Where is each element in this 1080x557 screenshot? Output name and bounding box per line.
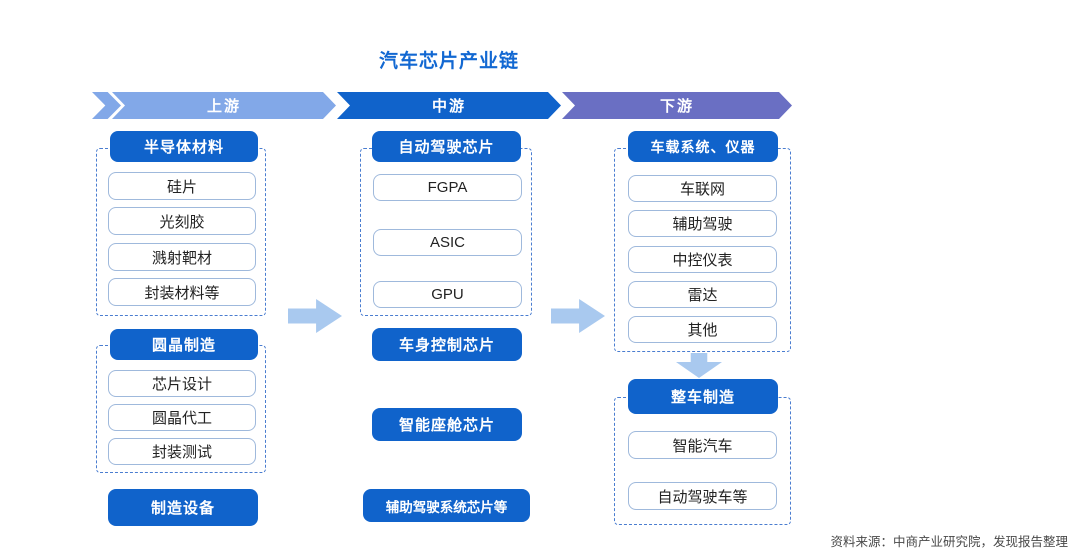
item-smart-vehicles: 智能汽车 <box>628 431 777 459</box>
header-vehicle-systems: 车载系统、仪器 <box>628 131 778 162</box>
item-radar: 雷达 <box>628 281 777 308</box>
item-sputtering-target: 溅射靶材 <box>108 243 256 271</box>
item-internet-of-vehicles: 车联网 <box>628 175 777 202</box>
item-asic: ASIC <box>373 229 522 256</box>
header-body-control-chip: 车身控制芯片 <box>372 328 522 361</box>
header-wafer-manufacturing: 圆晶制造 <box>110 329 258 360</box>
header-manufacturing-equipment: 制造设备 <box>108 489 258 526</box>
item-silicon-wafer: 硅片 <box>108 172 256 200</box>
banner-upstream: 上游 <box>112 92 336 119</box>
item-packaging-testing: 封装测试 <box>108 438 256 465</box>
page-title: 汽车芯片产业链 <box>378 51 519 72</box>
header-semiconductor-materials: 半导体材料 <box>110 131 258 162</box>
item-gpu: GPU <box>373 281 522 308</box>
item-chip-design: 芯片设计 <box>108 370 256 397</box>
header-adas-chips: 辅助驾驶系统芯片等 <box>363 489 530 522</box>
source-note: 资料来源：中商产业研究院，发现报告整理 <box>830 535 1068 549</box>
item-packaging-materials: 封装材料等 <box>108 278 256 306</box>
flow-arrow-down-icon <box>676 353 722 378</box>
header-smart-cockpit-chip: 智能座舱芯片 <box>372 408 522 441</box>
item-others: 其他 <box>628 316 777 343</box>
item-autonomous-vehicles: 自动驾驶车等 <box>628 482 777 510</box>
item-central-control-instrument: 中控仪表 <box>628 246 777 273</box>
flow-arrow-right-icon <box>551 299 605 333</box>
item-fgpa: FGPA <box>373 174 522 201</box>
item-photoresist: 光刻胶 <box>108 207 256 235</box>
banner-downstream: 下游 <box>562 92 792 119</box>
flow-arrow-right-icon <box>288 299 342 333</box>
item-driver-assistance: 辅助驾驶 <box>628 210 777 237</box>
header-autonomous-driving-chips: 自动驾驶芯片 <box>372 131 521 162</box>
item-wafer-foundry: 圆晶代工 <box>108 404 256 431</box>
banner-midstream: 中游 <box>337 92 561 119</box>
header-vehicle-manufacturing: 整车制造 <box>628 379 778 414</box>
